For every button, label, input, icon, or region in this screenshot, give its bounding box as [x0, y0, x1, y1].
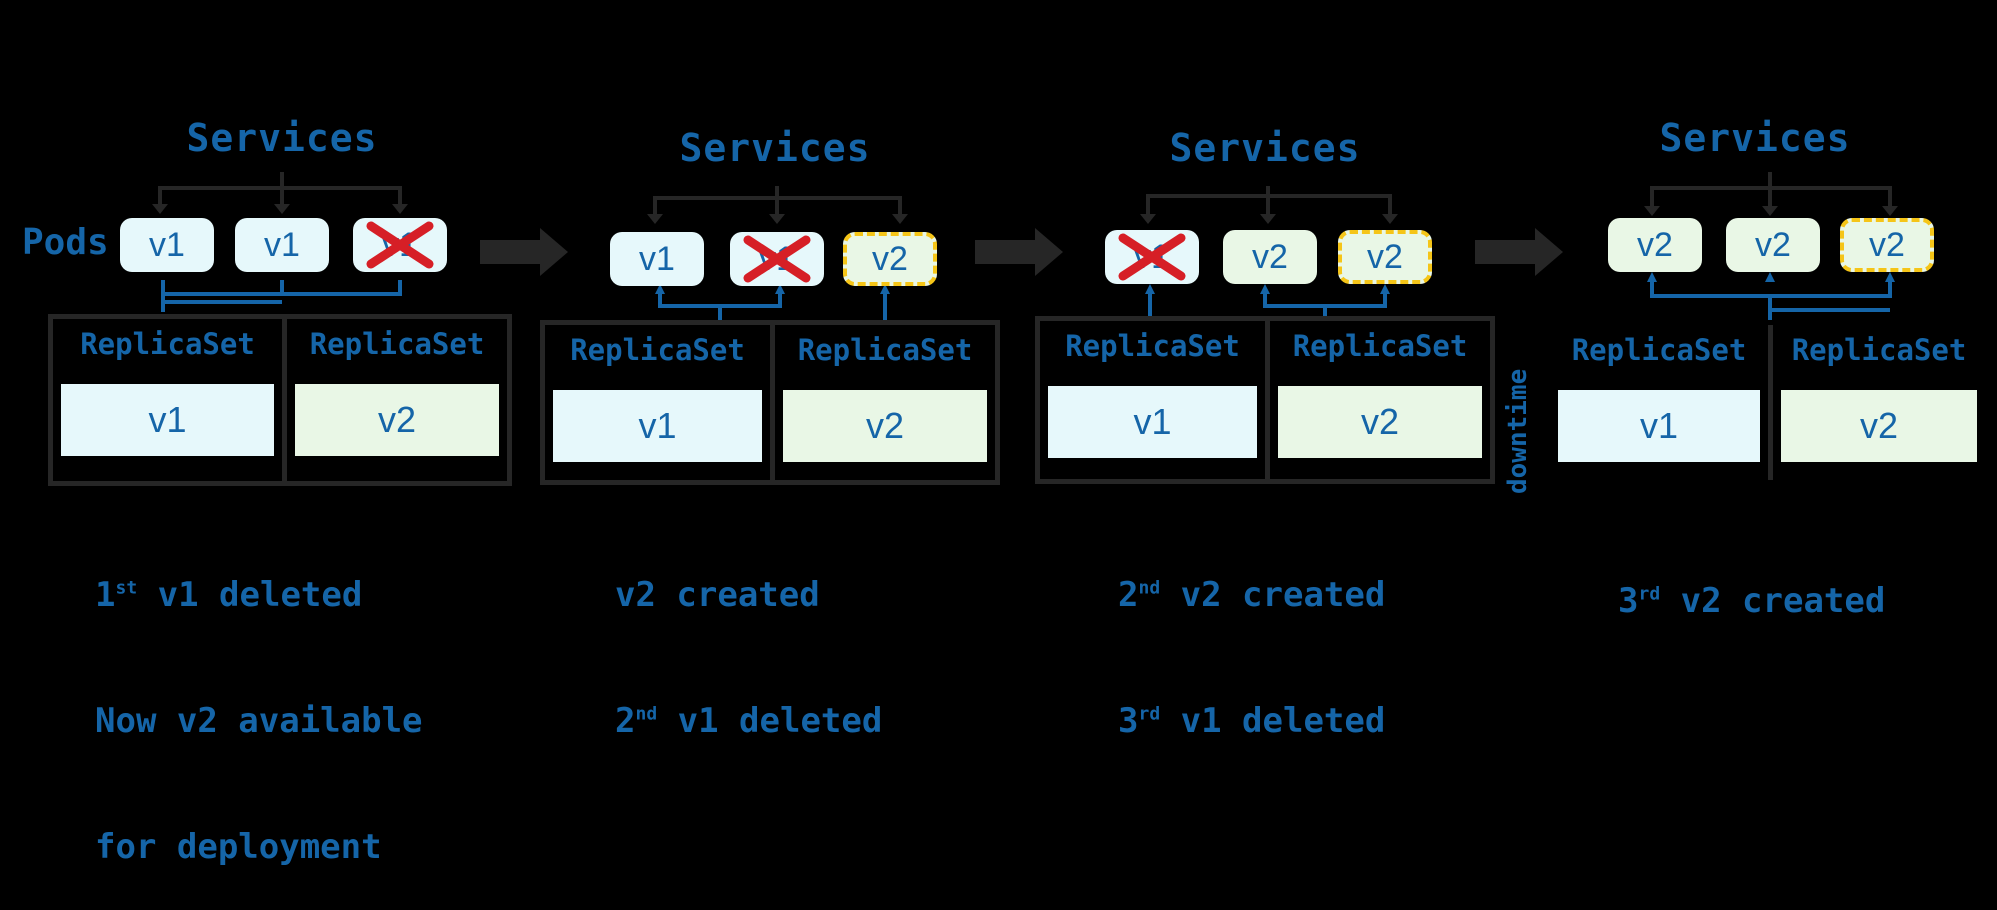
services-label: Services — [186, 116, 378, 160]
replicaset-v2: ReplicaSet v2 — [287, 319, 507, 481]
services-label: Services — [679, 126, 871, 170]
pod-v1: v1 — [610, 232, 704, 286]
caption: 3rd v2 created — [1618, 581, 1886, 621]
replicaset-v1: ReplicaSet v1 — [545, 325, 770, 480]
services-label: Services — [1169, 126, 1361, 170]
caption: v2 created 2nd v1 deleted — [615, 575, 883, 741]
pod-v1-deleted: v1 — [1105, 230, 1199, 284]
replicaset-group: ReplicaSet v1 ReplicaSet v2 — [48, 314, 512, 486]
replicaset-group: ReplicaSet v1 ReplicaSet v2 — [1545, 320, 1990, 485]
pod-v1: v1 — [120, 218, 214, 272]
pod-v2-new: v2 — [1840, 218, 1934, 272]
services-label: Services — [1659, 116, 1851, 160]
pod-v1: v1 — [235, 218, 329, 272]
replicaset-v2: ReplicaSet v2 — [1773, 325, 1985, 480]
pod-v1-deleted: v1 — [353, 218, 447, 272]
replicaset-v1: ReplicaSet v1 — [1550, 325, 1768, 480]
connector-lines — [152, 172, 1898, 322]
replicaset-v1: ReplicaSet v1 — [1040, 321, 1265, 479]
pod-v2: v2 — [1223, 230, 1317, 284]
replicaset-v1: ReplicaSet v1 — [53, 319, 282, 481]
delete-x-icon — [366, 221, 434, 269]
replicaset-v2: ReplicaSet v2 — [775, 325, 995, 480]
caption: 1st v1 deleted Now v2 available for depl… — [95, 575, 423, 867]
pod-v2-new: v2 — [843, 232, 937, 286]
pod-v2-new: v2 — [1338, 230, 1432, 284]
replicaset-group: ReplicaSet v1 ReplicaSet v2 — [540, 320, 1000, 485]
pod-v1-deleted: v1 — [730, 232, 824, 286]
delete-x-icon — [743, 235, 811, 283]
pod-v2: v2 — [1608, 218, 1702, 272]
pod-v2: v2 — [1726, 218, 1820, 272]
replicaset-group: ReplicaSet v1 ReplicaSet v2 — [1035, 316, 1495, 484]
downtime-label: downtime — [1503, 368, 1533, 494]
delete-x-icon — [1118, 233, 1186, 281]
replicaset-v2: ReplicaSet v2 — [1270, 321, 1490, 479]
caption: 2nd v2 created 3rd v1 deleted — [1118, 575, 1386, 741]
pods-label: Pods — [22, 222, 109, 263]
